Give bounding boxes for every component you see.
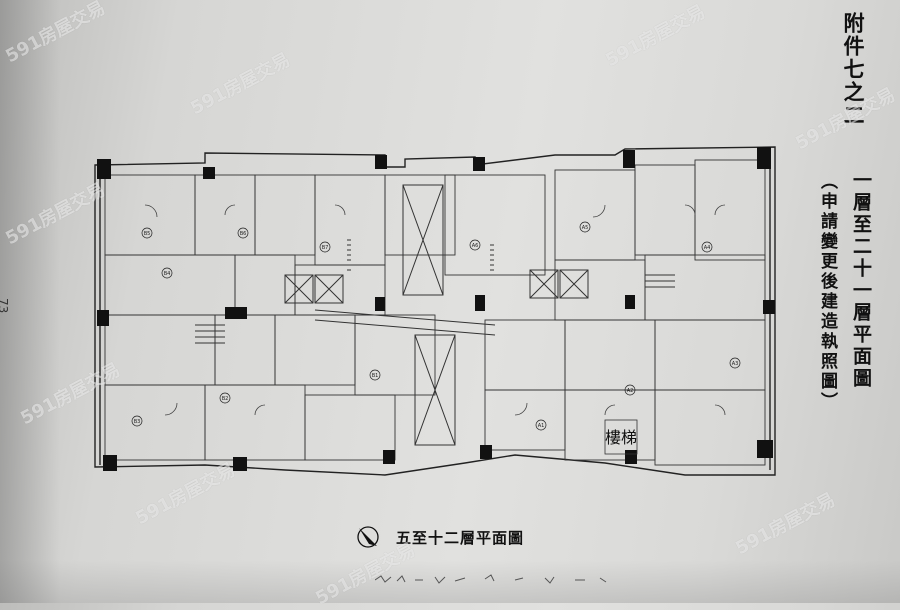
stamp-text: 樓梯 xyxy=(605,428,637,447)
unit-label: B2 xyxy=(222,396,229,402)
north-arrow-icon xyxy=(357,526,379,548)
unit-label: A5 xyxy=(582,225,589,231)
watermark: 591房屋交易 xyxy=(187,49,294,120)
unit-label: A2 xyxy=(627,388,634,394)
plan-subtitle: （申請變更後建造執照圖） xyxy=(817,172,837,412)
page-gutter-shadow xyxy=(0,0,60,603)
plan-caption: 五至十二層平面圖 xyxy=(396,529,525,547)
page-bottom-shadow xyxy=(0,560,900,603)
page-number: 73 xyxy=(0,298,10,314)
unit-label: A6 xyxy=(472,243,479,249)
unit-label: A1 xyxy=(538,423,545,429)
unit-label: B1 xyxy=(372,373,379,379)
floors-title: 一層至二十一層平面圖 xyxy=(850,170,872,390)
unit-label: B4 xyxy=(164,271,171,277)
watermark: 591房屋交易 xyxy=(602,1,709,72)
unit-label: B6 xyxy=(240,231,247,237)
unit-label: B5 xyxy=(144,231,151,237)
unit-label: A4 xyxy=(704,245,711,251)
unit-label: B3 xyxy=(134,419,141,425)
attachment-label: 附件七之二 xyxy=(841,12,866,127)
unit-label: B7 xyxy=(322,245,329,251)
handwritten-marks xyxy=(375,574,607,584)
watermark: 591房屋交易 xyxy=(732,489,839,560)
unit-label: A3 xyxy=(732,361,739,367)
